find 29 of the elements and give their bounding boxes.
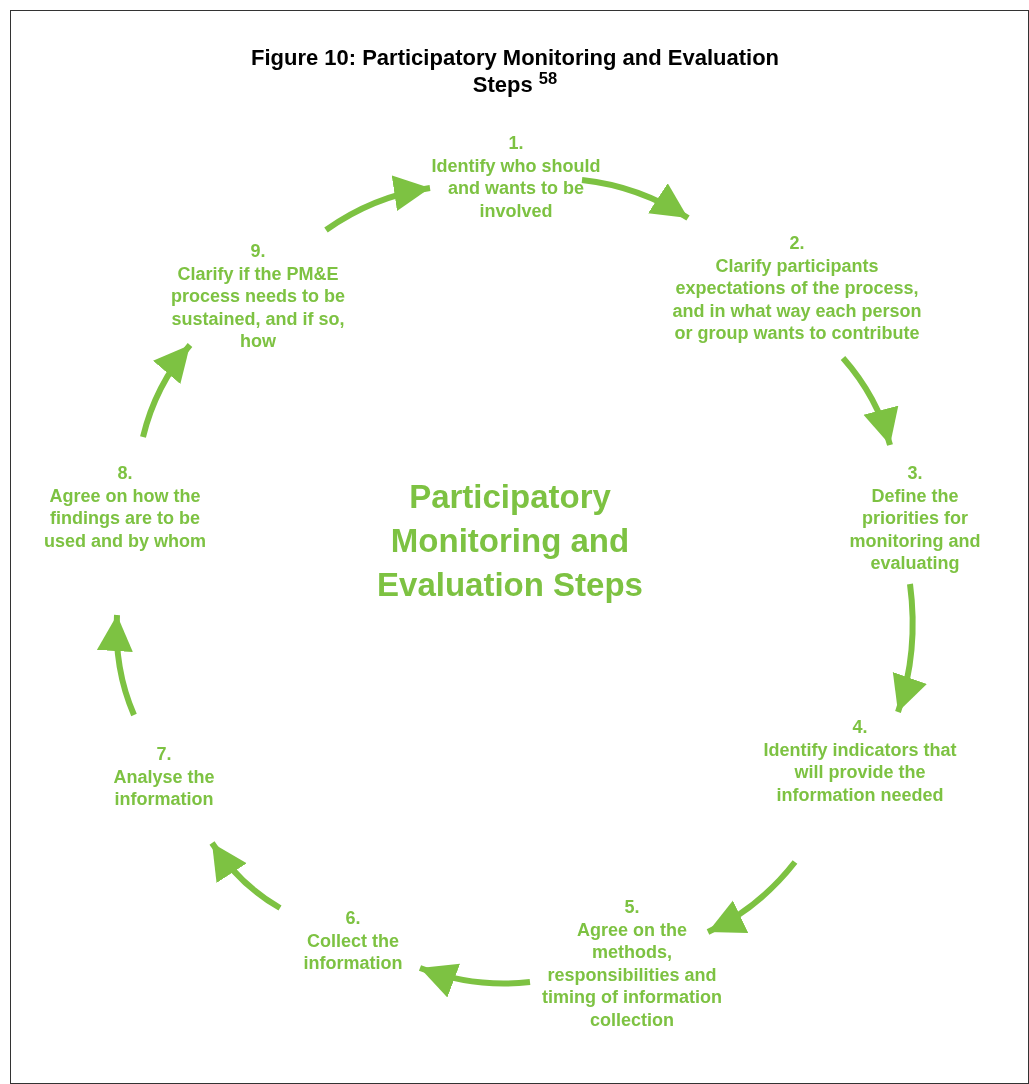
arrow xyxy=(140,343,193,438)
step-number: 7. xyxy=(156,743,172,766)
step-number: 1. xyxy=(508,132,524,155)
step-description: Agree on how the findings are to be used and by whom xyxy=(43,484,207,552)
arrow xyxy=(324,176,431,233)
step-description: Agree on the methods, responsibilities and timing of information collection xyxy=(542,918,722,1031)
step-number: 8. xyxy=(117,462,133,485)
step-number: 2. xyxy=(789,232,805,255)
step-number: 6. xyxy=(345,907,361,930)
step-description: Analyse the information xyxy=(112,765,216,811)
step-description: Identify who should and wants to be involved xyxy=(430,154,602,222)
arrow xyxy=(892,583,927,713)
arrow xyxy=(581,177,690,221)
arrow xyxy=(209,841,282,911)
step-description: Collect the information xyxy=(302,929,404,975)
step-description: Identify indicators that will provide the information needed xyxy=(762,738,958,806)
step-number: 4. xyxy=(852,716,868,739)
step-description: Clarify if the PM&E process needs to be sustained, and if so, how xyxy=(169,262,347,353)
figure-title: Figure 10: Participatory Monitoring and Evaluation Steps $^{58}$ xyxy=(249,44,781,98)
step-number: 9. xyxy=(250,240,266,263)
step-description: Define the priorities for monitoring and evaluating xyxy=(848,484,982,575)
step-number: 3. xyxy=(907,462,923,485)
arrow xyxy=(97,614,137,717)
step-description: Clarify participants expectations of the process, and in what way each person or group wants to contribute xyxy=(672,254,922,345)
step-number: 5. xyxy=(624,896,640,919)
arrow xyxy=(419,963,531,997)
center-title: Participatory Monitoring and Evaluation Steps xyxy=(376,477,644,605)
arrow xyxy=(706,860,798,935)
arrow xyxy=(840,356,898,446)
